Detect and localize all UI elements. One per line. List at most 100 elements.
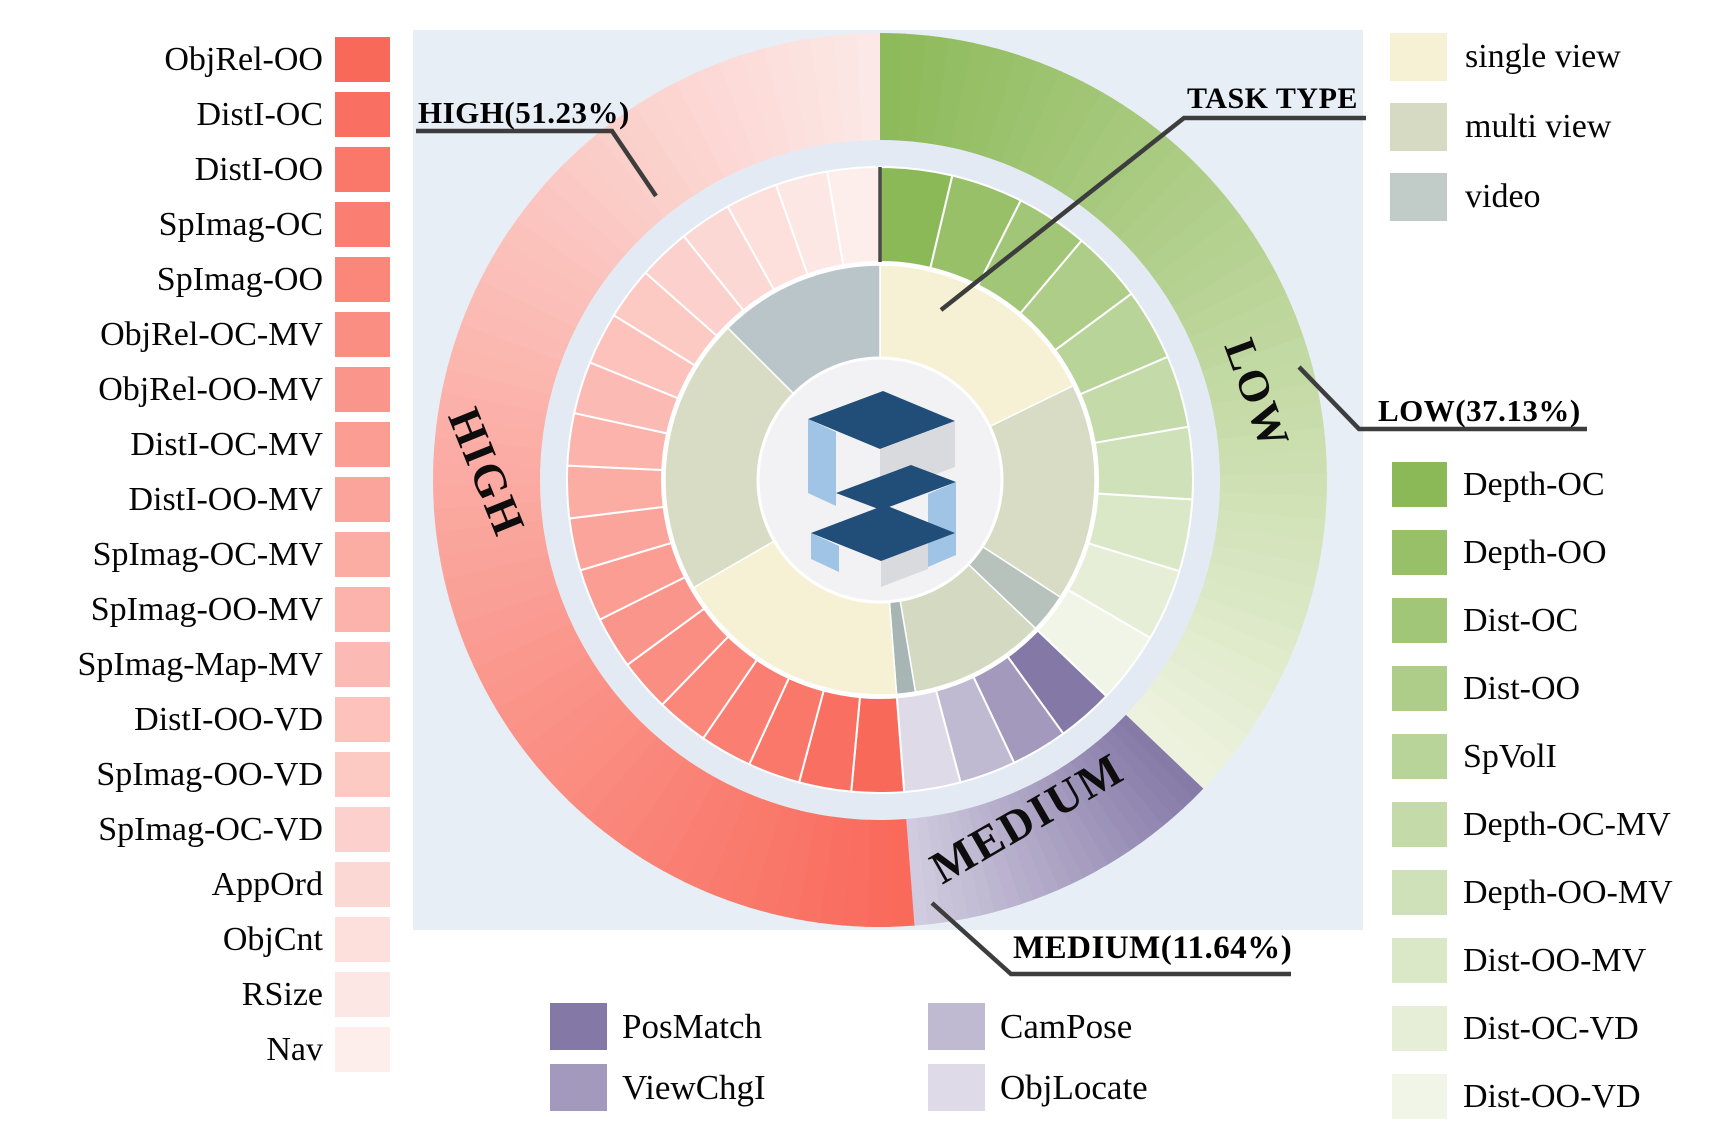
legend-label-SpImag-Map-MV: SpImag-Map-MV <box>77 645 323 683</box>
legend-item: single view <box>1390 33 1621 81</box>
outer-arc-slice <box>771 809 817 920</box>
legend-swatch-SpVolI <box>1392 734 1447 779</box>
outer-arc-slice <box>1213 527 1323 568</box>
outer-arc-slice <box>704 792 766 901</box>
legend-item: Dist-OO-MV <box>1392 938 1673 983</box>
outer-arc-slice <box>975 802 1022 910</box>
callout-low-percent: LOW(37.13%) <box>1378 393 1581 428</box>
outer-arc-slice <box>521 682 620 768</box>
outer-arc-slice <box>984 54 1042 163</box>
outer-arc-slice <box>1118 161 1212 252</box>
outer-arc-slice <box>1032 80 1104 186</box>
legend-swatch-DistI-OO-VD <box>335 697 390 742</box>
legend-item: CamPose <box>928 1003 1148 1050</box>
legend-label-Dist-OO-MV: Dist-OO-MV <box>1463 941 1647 979</box>
outer-arc-slice <box>794 813 835 924</box>
outer-arc-slice <box>1042 772 1108 873</box>
legend-item: DistI-OO <box>77 147 390 192</box>
outer-arc-slice <box>1004 791 1060 896</box>
legend-label-SpImag-OC-VD: SpImag-OC-VD <box>98 810 323 848</box>
outer-arc-slice <box>545 163 640 255</box>
legend-label-RSize: RSize <box>241 975 323 1013</box>
legend-swatch-SpImag-OC-VD <box>335 807 390 852</box>
outer-arc-slice <box>1219 449 1327 477</box>
outer-arc-high <box>433 33 915 927</box>
outer-arc-slice <box>955 808 995 916</box>
outer-arc-slice <box>1198 579 1308 635</box>
outer-arc-slice <box>817 816 853 926</box>
leader-task-type <box>939 115 1366 312</box>
legend-item: DistI-OC-MV <box>77 422 390 467</box>
legend-swatch-DistI-OO <box>335 147 390 192</box>
legend-swatch-DistI-OC <box>335 92 390 137</box>
outer-arc-slice <box>1202 336 1311 390</box>
legend-label-Nav: Nav <box>266 1030 323 1068</box>
outer-arc-slice <box>967 47 1020 157</box>
outer-arc-slice <box>682 785 749 893</box>
outer-arc-medium <box>906 714 1204 926</box>
legend-label-ObjCnt: ObjCnt <box>222 920 323 958</box>
leader-low <box>1297 365 1587 432</box>
legend-item: Dist-OC-VD <box>1392 1006 1673 1051</box>
outer-arc-slice <box>1130 178 1227 266</box>
legend-item: DistI-OC <box>77 92 390 137</box>
outer-arc-slice <box>495 653 598 730</box>
outer-arc-slice <box>567 723 658 818</box>
legend-swatch-multi-view <box>1390 103 1447 151</box>
legend-task-types: single view multi view video <box>1390 33 1621 243</box>
outer-arc-slice <box>433 459 541 486</box>
legend-item: SpImag-OO <box>77 257 390 302</box>
logo-face <box>808 391 955 449</box>
legend-label-Dist-OO: Dist-OO <box>1463 669 1581 707</box>
middle-ring-high <box>566 165 906 794</box>
outer-arc-slice <box>740 47 794 157</box>
legend-label-CamPose: CamPose <box>1000 1006 1133 1046</box>
legend-swatch-SpImag-OO <box>335 257 390 302</box>
legend-label-Dist-OC: Dist-OC <box>1463 601 1579 639</box>
logo-face <box>928 482 956 567</box>
outer-arc-slice <box>579 132 667 229</box>
outer-arc-slice <box>447 343 557 396</box>
outer-arc-slice <box>1211 381 1321 425</box>
legend-swatch-ObjRel-OO <box>335 37 390 82</box>
ring-separator <box>661 261 1099 699</box>
outer-arc-slice <box>1017 70 1084 178</box>
legend-item: Dist-OO-VD <box>1392 1074 1673 1119</box>
outer-arc-slice <box>675 71 743 178</box>
outer-arc-slice <box>1051 767 1120 867</box>
legend-label-ObjLocate: ObjLocate <box>1000 1067 1148 1107</box>
outer-arc-slice <box>433 482 541 510</box>
legend-label-ObjRel-OC-MV: ObjRel-OC-MV <box>100 315 323 353</box>
outer-arc-slice <box>1219 473 1327 499</box>
outer-arc-slice <box>461 299 569 362</box>
outer-arc-slice <box>1153 213 1254 294</box>
outer-arc-slice <box>1092 130 1179 228</box>
outer-arc-slice <box>965 805 1009 913</box>
legend-swatch-Nav <box>335 1027 390 1072</box>
legend-item: SpImag-OO-VD <box>77 752 390 797</box>
legend-swatch-Depth-OC-MV <box>1392 802 1447 847</box>
outer-arc-slice <box>473 621 580 690</box>
legend-item: multi view <box>1390 103 1621 151</box>
legend-label-Depth-OO: Depth-OO <box>1463 533 1607 571</box>
legend-item: DistI-OO-MV <box>77 477 390 522</box>
legend-item: Depth-OC-MV <box>1392 802 1673 847</box>
outer-arc-slice <box>439 535 549 580</box>
legend-item: video <box>1390 173 1621 221</box>
outer-arc-slice <box>516 198 616 283</box>
outer-arc-slice <box>924 815 956 924</box>
outer-arc-slice <box>906 818 929 926</box>
outer-arc-slice <box>1093 736 1174 828</box>
legend-label-Dist-OO-VD: Dist-OO-VD <box>1463 1077 1641 1115</box>
outer-arc-slice <box>1192 595 1301 657</box>
outer-arc-slice <box>932 38 975 148</box>
outer-arc-slice <box>1085 742 1164 836</box>
logo-face <box>836 465 956 510</box>
logo-face <box>808 419 836 506</box>
outer-arc-slice <box>1063 103 1143 205</box>
outer-arc-slice <box>915 35 952 145</box>
callout-task-type: TASK TYPE <box>1187 82 1358 115</box>
legend-item: ObjRel-OO-MV <box>77 367 390 412</box>
outer-arc-slice <box>856 33 880 141</box>
